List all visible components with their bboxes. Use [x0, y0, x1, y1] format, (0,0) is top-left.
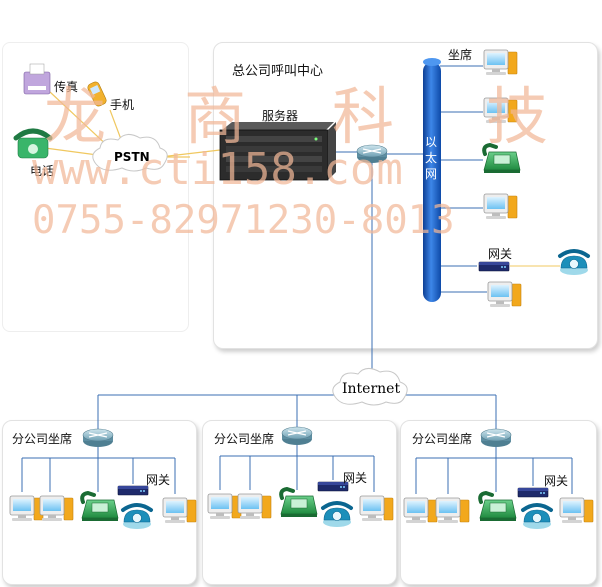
hq-blue-phone-icon [558, 249, 590, 277]
hq-gateway-label: 网关 [488, 247, 513, 261]
fax-icon [23, 63, 51, 95]
branch-blue-phone-icon [521, 503, 553, 531]
hq-lines [330, 65, 560, 376]
branch-lines [21, 443, 573, 494]
branch-agent-computer-icon [39, 495, 74, 522]
branch-agent-computer-icon [403, 497, 438, 524]
pstn-telephone-icon [13, 128, 53, 159]
hq-title: 总公司呼叫中心 [232, 64, 324, 79]
branch-1-title: 分公司坐席 [12, 432, 73, 446]
branch-router-icon [281, 426, 313, 446]
branch-agent-computer-icon [359, 495, 394, 522]
ethernet-label-2: 太 [425, 151, 438, 165]
hq-agent-computer-icon [483, 193, 518, 220]
hq-agent-computer-icon [483, 97, 518, 124]
branch-agent-computer-icon [435, 497, 470, 524]
branch-agent-computer-icon [559, 497, 594, 524]
server-icon [219, 122, 336, 181]
hq-agent-computer-icon [483, 49, 518, 76]
branch-router-icon [480, 428, 512, 448]
branch-3-gateway-label: 网关 [544, 474, 569, 488]
hq-agent-computer-icon [487, 281, 522, 308]
phone-label: 电话 [30, 164, 55, 178]
hq-panel [213, 42, 598, 349]
branch-agent-computer-icon [237, 493, 272, 520]
mobile-phone-icon [87, 81, 107, 107]
hq-router-icon [356, 144, 388, 164]
ethernet-bar [423, 58, 441, 302]
fax-label: 传真 [54, 80, 79, 94]
branch-1-gateway-label: 网关 [146, 473, 171, 487]
internet-cloud-label: Internet [342, 381, 401, 397]
branch-blue-phone-icon [121, 503, 153, 531]
branch-console-phone-icon [80, 491, 120, 523]
branch-2-gateway-label: 网关 [343, 471, 368, 485]
ethernet-label-3: 网 [425, 167, 438, 181]
hq-console-phone-icon [482, 143, 522, 175]
hq-gateway-icon [478, 261, 510, 272]
branch-agent-computer-icon [9, 495, 44, 522]
internet-lines [97, 394, 497, 430]
branch-gateway-icon [517, 487, 549, 498]
hq-agent-label: 坐席 [448, 48, 473, 62]
mobile-label: 手机 [110, 98, 135, 112]
branch-console-phone-icon [478, 491, 518, 523]
branch-agent-computer-icon [162, 497, 197, 524]
branch-agent-computer-icon [207, 493, 242, 520]
branch-gateway-icon [117, 485, 149, 496]
branch-router-icon [82, 428, 114, 448]
pstn-cloud-label: PSTN [114, 150, 150, 164]
branch-2-title: 分公司坐席 [214, 432, 275, 446]
branch-console-phone-icon [279, 487, 319, 519]
branch-3-title: 分公司坐席 [412, 432, 473, 446]
branch-blue-phone-icon [321, 501, 353, 529]
ethernet-label-1: 以 [425, 135, 438, 149]
server-label: 服务器 [262, 109, 299, 123]
